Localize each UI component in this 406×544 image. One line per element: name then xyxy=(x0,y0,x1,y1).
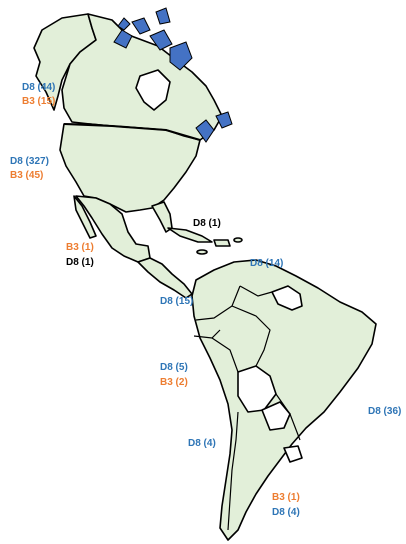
label-mexico-d8: D8 (1) xyxy=(66,257,94,268)
maritime-province xyxy=(195,119,215,143)
south-america-shape xyxy=(191,259,377,541)
arctic-island-4 xyxy=(155,7,171,25)
argentina-brazil-border xyxy=(275,393,301,441)
label-chile-d8: D8 (4) xyxy=(188,438,216,449)
label-argentina-b3: B3 (1) xyxy=(272,492,300,503)
puerto-rico-shape xyxy=(233,237,243,243)
venezuela-border xyxy=(239,285,273,297)
label-argentina-d8: D8 (4) xyxy=(272,507,300,518)
guyana-shape xyxy=(271,285,303,311)
label-peru-b3: B3 (2) xyxy=(160,377,188,388)
brazil-west-border xyxy=(231,305,271,367)
label-alaska-b3: B3 (15) xyxy=(22,96,56,107)
cuba-shape xyxy=(167,227,213,243)
label-colombia-d8: D8 (15) xyxy=(160,296,194,307)
hudson-bay-shape xyxy=(135,69,171,111)
label-venezuela-d8: D8 (14) xyxy=(250,258,284,269)
colombia-border xyxy=(195,285,241,321)
uruguay-shape xyxy=(283,445,303,463)
arctic-island-3 xyxy=(149,29,173,51)
label-caribbean-d8: D8 (1) xyxy=(193,218,221,229)
label-usa-b3: B3 (45) xyxy=(10,170,44,181)
newfoundland xyxy=(215,111,233,129)
arctic-island-6 xyxy=(117,17,131,31)
label-alaska-d8: D8 (44) xyxy=(22,82,56,93)
central-america-shape xyxy=(137,257,193,299)
arctic-island-2 xyxy=(131,17,151,35)
label-usa-d8: D8 (327) xyxy=(10,156,49,167)
label-mexico-b3: B3 (1) xyxy=(66,242,94,253)
label-brazil-d8: D8 (36) xyxy=(368,406,402,417)
hispaniola-shape xyxy=(213,239,231,247)
baja-shape xyxy=(73,195,97,239)
jamaica-shape xyxy=(196,249,208,255)
peru-border xyxy=(211,337,239,373)
arctic-island-1 xyxy=(113,29,133,49)
chile-argentina-border xyxy=(227,411,239,531)
paraguay-shape xyxy=(261,401,291,431)
canada-usa-border xyxy=(63,123,201,141)
bolivia-shape xyxy=(237,365,277,413)
label-peru-d8: D8 (5) xyxy=(160,362,188,373)
arctic-island-5 xyxy=(169,41,193,71)
